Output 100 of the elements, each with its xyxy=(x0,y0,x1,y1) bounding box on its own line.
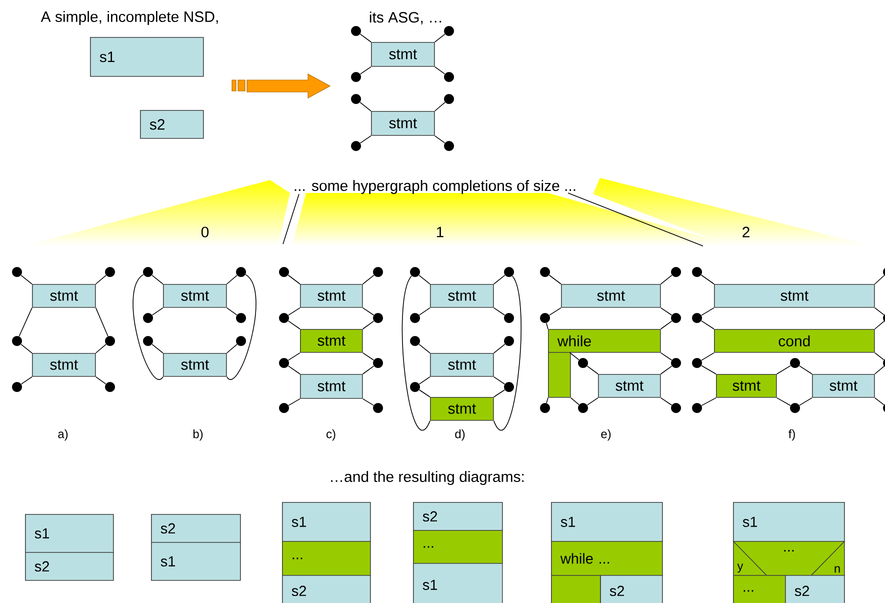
tentacle-line xyxy=(402,275,430,430)
tentacle-line xyxy=(570,352,580,360)
heading-text: …and the resulting diagrams: xyxy=(331,471,524,485)
statement-box: stmt xyxy=(163,284,227,308)
hyperedge-dot xyxy=(410,313,420,323)
tentacle-line xyxy=(660,352,672,360)
tentacle-line xyxy=(226,274,238,284)
hyperedge-dot xyxy=(671,267,681,277)
caption-text: a) xyxy=(58,429,68,441)
hyperedge-dot xyxy=(105,382,115,392)
tentacle-line xyxy=(360,34,372,42)
hyperedge-dot xyxy=(444,72,454,82)
caption-text: e) xyxy=(601,429,611,441)
tentacle-line xyxy=(493,307,506,316)
loop-bar xyxy=(548,352,571,398)
tentacle-line xyxy=(776,365,791,374)
statement-box: s2 xyxy=(413,502,503,531)
tentacle-line xyxy=(493,276,522,430)
hyperedge-dot xyxy=(351,26,361,36)
statement-box: ... xyxy=(733,575,786,603)
tentacle-line xyxy=(586,366,598,374)
tentacle-line xyxy=(20,376,32,384)
hyperedge-dot xyxy=(692,313,702,323)
tentacle-line xyxy=(95,376,106,384)
statement-box: stmt xyxy=(812,374,875,398)
hyperedge-dot xyxy=(540,267,550,277)
hyperedge-dot xyxy=(279,403,289,413)
tentacle-line xyxy=(701,397,716,406)
tentacle-line xyxy=(288,274,300,284)
hyperedge-dot xyxy=(373,267,383,277)
hyperedge-dot xyxy=(279,267,289,277)
tentacle-line xyxy=(434,34,446,42)
statement-box: stmt xyxy=(32,353,96,377)
statement-box: s1 xyxy=(282,502,371,542)
hyperedge-dot xyxy=(143,267,153,277)
statement-box: s2 xyxy=(140,110,204,139)
heading-text: 2 xyxy=(742,226,750,238)
caption-text: f) xyxy=(788,429,795,441)
hyperedge-dot xyxy=(410,336,420,346)
statement-box: s2 xyxy=(600,575,663,603)
hyperedge-dot xyxy=(143,313,153,323)
tentacle-line xyxy=(586,397,598,406)
hyperedge-dot xyxy=(504,382,514,392)
caption-text: b) xyxy=(193,429,203,441)
tentacle-line xyxy=(20,274,32,284)
hyperedge-dot xyxy=(410,382,420,392)
hyperedge-dot xyxy=(578,403,588,413)
tentacle-line xyxy=(799,397,812,406)
tentacle-line xyxy=(874,320,884,330)
tentacle-line xyxy=(288,320,300,330)
statement-box: stmt xyxy=(300,374,363,399)
tentacle-line xyxy=(701,365,716,374)
tentacle-line xyxy=(776,397,791,406)
hyperedge-dot xyxy=(351,72,361,82)
tentacle-line xyxy=(95,344,106,354)
hyperedge-dot xyxy=(143,336,153,346)
tentacle-line xyxy=(418,344,430,354)
tentacle-line xyxy=(546,322,548,330)
tentacle-line xyxy=(288,352,300,361)
hyperedge-dot xyxy=(540,403,550,413)
tentacle-line xyxy=(362,274,374,284)
heading-text: its ASG, … xyxy=(370,12,442,24)
hyperedge-dot xyxy=(578,358,588,368)
statement-box: ... xyxy=(413,530,503,564)
tentacle-line xyxy=(288,307,300,316)
tentacle-line xyxy=(660,274,672,284)
tentacle-line xyxy=(700,274,714,284)
statement-box: stmt xyxy=(300,284,363,308)
statement-box: s1 xyxy=(413,563,503,603)
tentacle-line xyxy=(288,366,300,374)
heading-text: ... some hypergraph completions of size ... xyxy=(294,180,576,194)
hyperedge-dot xyxy=(373,313,383,323)
hyperedge-dot xyxy=(351,94,361,104)
tentacle-line xyxy=(152,307,164,316)
tentacle-line xyxy=(660,307,672,316)
tentacle-line xyxy=(362,398,374,406)
tentacle-line xyxy=(418,274,430,284)
hyperedge-dot xyxy=(504,336,514,346)
tentacle-line xyxy=(152,274,164,284)
hyperedge-dot xyxy=(444,94,454,104)
tentacle-line xyxy=(660,320,672,330)
tentacle-line xyxy=(701,352,714,361)
tentacle-line xyxy=(874,366,884,374)
statement-box: s1 xyxy=(733,502,845,542)
hyperedge-dot xyxy=(671,358,681,368)
statement-box: s2 xyxy=(151,514,241,543)
hyperedge-dot xyxy=(236,267,246,277)
tentacle-line xyxy=(548,274,562,284)
hyperedge-dot xyxy=(236,313,246,323)
statement-box: stmt xyxy=(716,374,777,398)
tentacle-line xyxy=(360,66,372,74)
hyperedge-dot xyxy=(444,26,454,36)
tentacle-line xyxy=(362,352,374,360)
tentacle-line xyxy=(874,397,884,406)
statement-box: s2 xyxy=(785,575,845,603)
hyperedge-dot xyxy=(692,403,702,413)
tentacle-line xyxy=(288,398,300,406)
hyperedge-dot xyxy=(236,336,246,346)
tentacle-line xyxy=(418,376,430,384)
statement-box: stmt xyxy=(430,397,494,421)
